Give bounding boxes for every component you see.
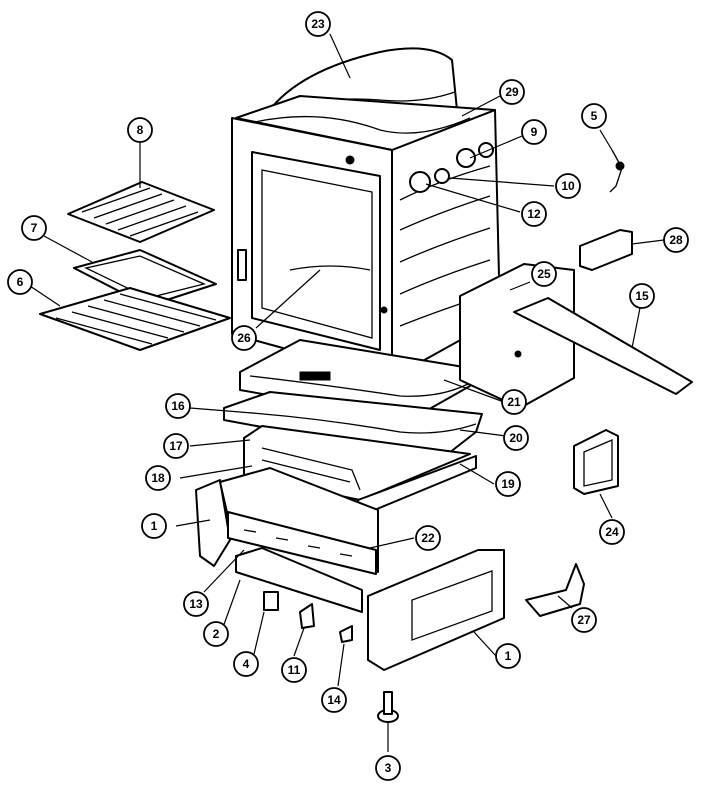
callout-17: 17 bbox=[163, 433, 189, 459]
callout-20: 20 bbox=[503, 425, 529, 451]
svg-text:12: 12 bbox=[527, 207, 541, 221]
callout-6: 6 bbox=[7, 269, 33, 295]
svg-text:5: 5 bbox=[591, 109, 598, 123]
kick-panel bbox=[235, 547, 363, 613]
svg-text:2: 2 bbox=[213, 627, 220, 641]
svg-text:28: 28 bbox=[669, 233, 683, 247]
svg-text:7: 7 bbox=[31, 221, 38, 235]
svg-text:17: 17 bbox=[169, 439, 183, 453]
svg-text:9: 9 bbox=[531, 125, 538, 139]
svg-text:27: 27 bbox=[577, 613, 591, 627]
callout-23: 23 bbox=[305, 11, 331, 37]
callout-2: 2 bbox=[203, 621, 229, 647]
svg-text:4: 4 bbox=[243, 657, 250, 671]
callout-8: 8 bbox=[127, 117, 153, 143]
callout-25: 25 bbox=[531, 261, 557, 287]
svg-text:14: 14 bbox=[327, 693, 341, 707]
svg-text:1: 1 bbox=[151, 519, 158, 533]
callout-1-right: 1 bbox=[495, 643, 521, 669]
callout-12: 12 bbox=[521, 201, 547, 227]
svg-text:13: 13 bbox=[189, 597, 203, 611]
burner-valves bbox=[409, 142, 494, 193]
callout-4: 4 bbox=[233, 651, 259, 677]
callout-19: 19 bbox=[495, 471, 521, 497]
svg-text:1: 1 bbox=[505, 649, 512, 663]
callout-14: 14 bbox=[321, 687, 347, 713]
svg-text:10: 10 bbox=[561, 179, 575, 193]
svg-text:18: 18 bbox=[151, 471, 165, 485]
top-panel-rail bbox=[513, 297, 693, 395]
callout-9: 9 bbox=[521, 119, 547, 145]
oven-bottom-insulation bbox=[223, 391, 483, 461]
svg-text:29: 29 bbox=[505, 85, 519, 99]
oven-rack bbox=[39, 287, 231, 351]
storage-drawer bbox=[367, 549, 505, 671]
leader-lines bbox=[29, 33, 665, 752]
callout-1-left: 1 bbox=[141, 513, 167, 539]
svg-text:16: 16 bbox=[171, 399, 185, 413]
svg-text:8: 8 bbox=[137, 123, 144, 137]
svg-text:22: 22 bbox=[421, 531, 435, 545]
callout-16: 16 bbox=[165, 393, 191, 419]
bracket-28 bbox=[579, 229, 633, 271]
callout-22: 22 bbox=[415, 525, 441, 551]
svg-text:6: 6 bbox=[17, 275, 24, 289]
callout-24: 24 bbox=[599, 519, 625, 545]
svg-text:19: 19 bbox=[501, 477, 515, 491]
broiler-drawer bbox=[219, 467, 379, 575]
svg-text:21: 21 bbox=[507, 395, 521, 409]
callout-28: 28 bbox=[663, 227, 689, 253]
callout-26: 26 bbox=[231, 325, 257, 351]
svg-text:11: 11 bbox=[288, 663, 301, 677]
bracket-24 bbox=[573, 429, 619, 495]
power-cord bbox=[609, 149, 625, 193]
bracket-27 bbox=[525, 563, 585, 617]
callout-18: 18 bbox=[145, 465, 171, 491]
callout-11: 11 bbox=[281, 657, 307, 683]
svg-text:23: 23 bbox=[311, 17, 325, 31]
svg-text:20: 20 bbox=[509, 431, 523, 445]
callout-7: 7 bbox=[21, 215, 47, 241]
callout-10: 10 bbox=[555, 173, 581, 199]
broiler-grid bbox=[67, 181, 215, 243]
callout-13: 13 bbox=[183, 591, 209, 617]
svg-text:24: 24 bbox=[605, 525, 619, 539]
callout-3: 3 bbox=[375, 755, 401, 781]
callout-29: 29 bbox=[499, 79, 525, 105]
svg-text:26: 26 bbox=[237, 331, 251, 345]
callout-15: 15 bbox=[629, 283, 655, 309]
side-trim-left bbox=[195, 479, 231, 567]
small-parts bbox=[263, 591, 399, 723]
callout-5: 5 bbox=[581, 103, 607, 129]
callout-21: 21 bbox=[501, 389, 527, 415]
callout-27: 27 bbox=[571, 607, 597, 633]
svg-text:15: 15 bbox=[635, 289, 649, 303]
svg-text:3: 3 bbox=[385, 761, 392, 775]
svg-text:25: 25 bbox=[537, 267, 551, 281]
oven-cavity bbox=[231, 95, 501, 379]
